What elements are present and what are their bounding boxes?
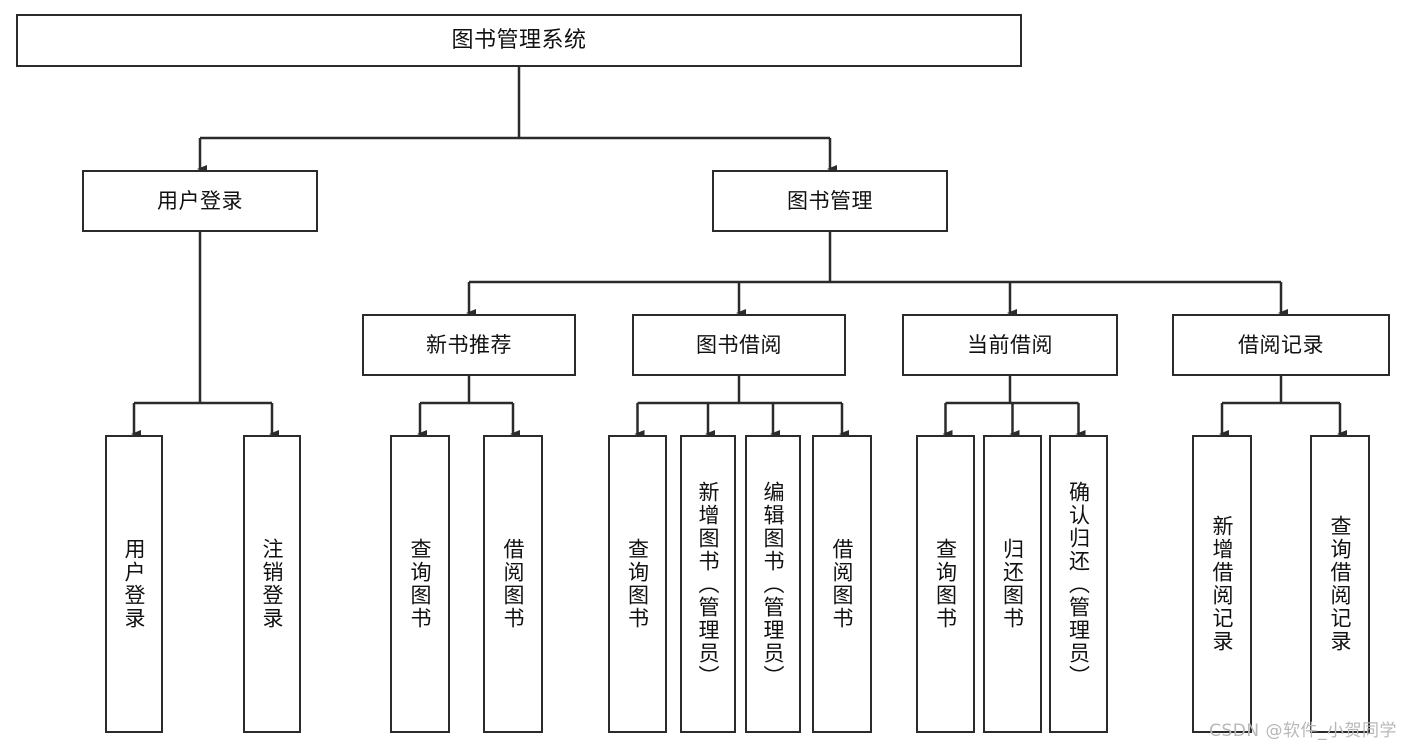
node-label: 图书借阅 [696, 332, 782, 357]
node-l-return[interactable]: 归还图书 [983, 435, 1042, 733]
node-label: 新增图书（管理员） [696, 480, 721, 688]
node-l-query1[interactable]: 查询图书 [390, 435, 450, 733]
node-label: 归还图书 [1000, 538, 1025, 630]
node-label: 新增借阅记录 [1210, 515, 1235, 653]
node-l-login[interactable]: 用户登录 [105, 435, 163, 733]
node-root[interactable]: 图书管理系统 [16, 14, 1022, 67]
node-label: 借阅图书 [501, 538, 526, 630]
node-current[interactable]: 当前借阅 [902, 314, 1118, 376]
node-bookmgmt[interactable]: 图书管理 [712, 170, 948, 232]
node-l-query3[interactable]: 查询图书 [916, 435, 975, 733]
node-label: 用户登录 [122, 538, 147, 630]
edge-group [131, 67, 1347, 438]
node-label: 新书推荐 [426, 332, 512, 357]
node-label: 图书管理系统 [451, 27, 587, 53]
node-label: 用户登录 [157, 188, 243, 213]
node-l-query2[interactable]: 查询图书 [608, 435, 667, 733]
node-label: 查询图书 [625, 538, 650, 630]
node-label: 确认归还（管理员） [1066, 480, 1091, 688]
node-login[interactable]: 用户登录 [82, 170, 318, 232]
node-l-queryrec[interactable]: 查询借阅记录 [1310, 435, 1370, 733]
node-label: 编辑图书（管理员） [761, 480, 786, 688]
node-label: 当前借阅 [967, 332, 1053, 357]
csdn-watermark: CSDN @软件_小贺同学 [1209, 721, 1397, 741]
node-l-confirm[interactable]: 确认归还（管理员） [1049, 435, 1108, 733]
node-label: 注销登录 [260, 538, 285, 630]
node-l-add[interactable]: 新增图书（管理员） [680, 435, 736, 733]
node-label: 查询借阅记录 [1328, 515, 1353, 653]
node-l-borrow2[interactable]: 借阅图书 [812, 435, 872, 733]
node-label: 查询图书 [933, 538, 958, 630]
node-l-edit[interactable]: 编辑图书（管理员） [745, 435, 801, 733]
node-l-logout[interactable]: 注销登录 [243, 435, 301, 733]
node-label: 图书管理 [787, 188, 873, 213]
node-label: 查询图书 [408, 538, 433, 630]
node-records[interactable]: 借阅记录 [1172, 314, 1390, 376]
node-l-borrow1[interactable]: 借阅图书 [483, 435, 543, 733]
node-label: 借阅记录 [1238, 332, 1324, 357]
node-l-addrec[interactable]: 新增借阅记录 [1192, 435, 1252, 733]
node-borrow[interactable]: 图书借阅 [632, 314, 846, 376]
node-newbook[interactable]: 新书推荐 [362, 314, 576, 376]
node-label: 借阅图书 [830, 538, 855, 630]
